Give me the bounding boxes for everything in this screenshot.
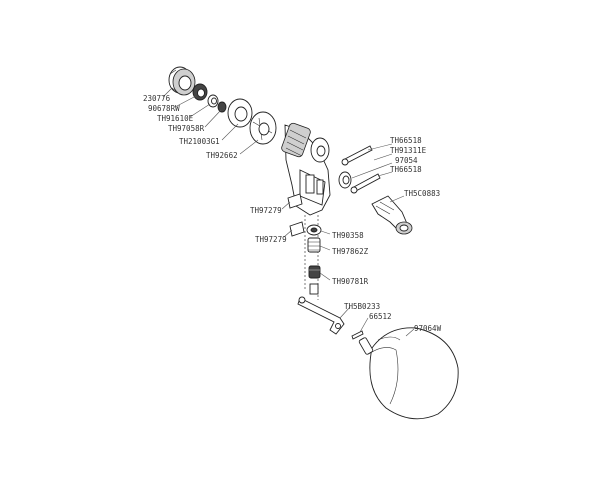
leader-line xyxy=(359,317,369,333)
callout-230776: 230776 xyxy=(143,94,171,103)
leader-line xyxy=(339,306,351,319)
leader-line xyxy=(281,201,291,210)
washer-part-a xyxy=(192,83,208,101)
flange-washer-part xyxy=(227,98,253,128)
leader-line xyxy=(283,229,293,238)
leader-line xyxy=(319,272,331,281)
callout-th91311e: TH91311E xyxy=(390,146,427,155)
leader-line xyxy=(377,171,393,177)
stud-part xyxy=(341,145,373,166)
leader-line xyxy=(174,95,197,108)
washer-part-c xyxy=(217,101,227,113)
callout-th97279-upper: TH97279 xyxy=(250,206,282,215)
callout-th97279-lower: TH97279 xyxy=(255,235,287,244)
callout-th91610e: TH91610E xyxy=(157,114,194,123)
callout-th5c0883: TH5C0883 xyxy=(404,189,440,198)
leader-line xyxy=(389,195,405,203)
clip-part-b xyxy=(289,221,305,237)
pin-part xyxy=(351,330,364,340)
washer-part-b xyxy=(207,94,219,108)
leader-line xyxy=(319,245,331,251)
leader-line xyxy=(367,143,393,151)
callout-th21003g1: TH21003G1 xyxy=(179,137,220,146)
leader-line xyxy=(320,230,331,235)
leader-line xyxy=(351,162,393,179)
float-ball-part xyxy=(358,327,459,420)
callout-th66518-lower: TH66518 xyxy=(390,165,422,174)
elbow-fitting-part xyxy=(371,195,413,235)
leader-line xyxy=(162,87,173,98)
float-arm-part xyxy=(297,296,345,335)
leader-line xyxy=(189,103,211,118)
callout-th5b0233: TH5B0233 xyxy=(344,302,380,311)
leader-line xyxy=(405,328,415,337)
callout-th66518-top: TH66518 xyxy=(390,136,422,145)
seal-part xyxy=(308,265,321,279)
stem-part xyxy=(309,283,319,295)
callout-th92662: TH92662 xyxy=(206,151,238,160)
leader-line xyxy=(204,109,222,128)
leader-line xyxy=(221,123,239,141)
callout-th90781r: TH90781R xyxy=(332,277,369,286)
callout-90678rw: 90678RW xyxy=(148,104,180,113)
callout-97064w: 97064W xyxy=(414,324,442,333)
piston-part xyxy=(306,224,322,236)
callout-th97058r: TH97058R xyxy=(168,124,205,133)
screw-part xyxy=(350,173,381,194)
callout-97054: 97054 xyxy=(395,156,418,165)
lock-ring-part xyxy=(249,111,277,145)
leader-line xyxy=(239,139,259,155)
callout-th90358: TH90358 xyxy=(332,231,364,240)
leader-line xyxy=(373,153,393,161)
coupling-nut-part xyxy=(168,66,196,96)
callout-th97862z: TH97862Z xyxy=(332,247,369,256)
spring-part xyxy=(307,237,321,253)
o-ring-part xyxy=(338,171,352,189)
callout-66512: 66512 xyxy=(369,312,392,321)
valve-body-part xyxy=(281,122,331,216)
clip-part-a xyxy=(287,193,303,209)
